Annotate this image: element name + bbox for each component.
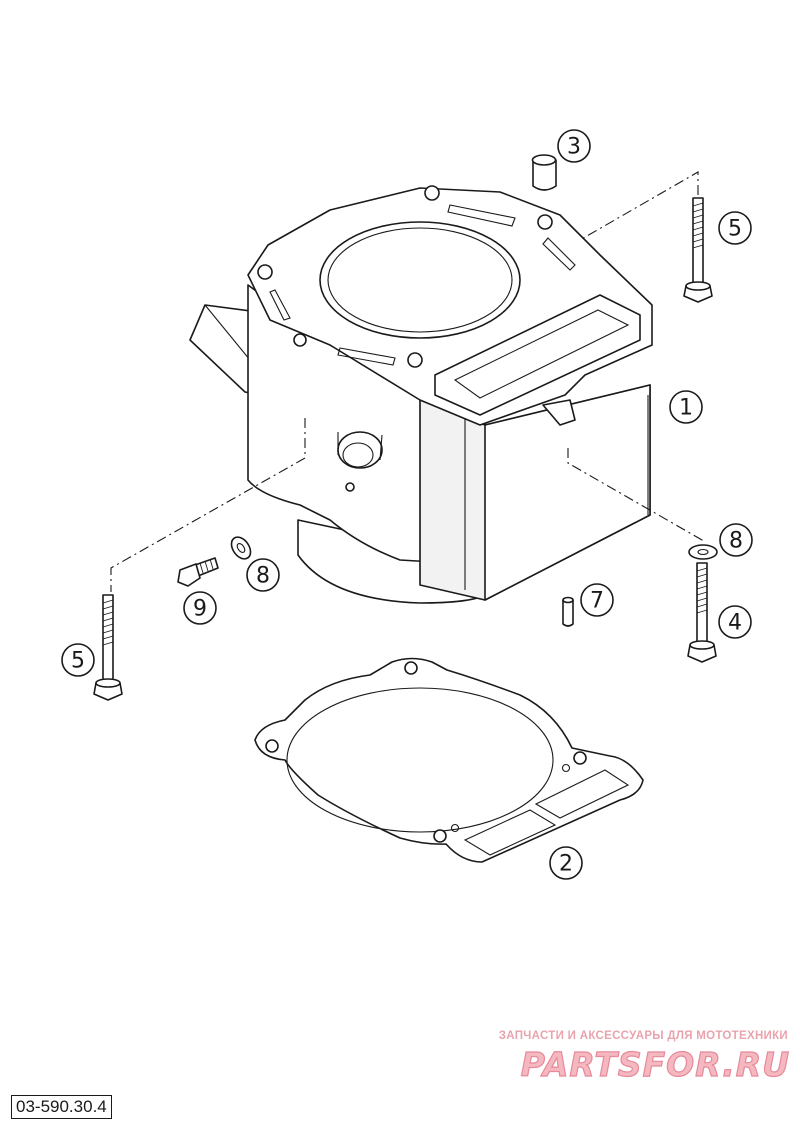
callout-2: 2 <box>549 846 583 880</box>
reference-code: 03-590.30.4 <box>11 1095 112 1119</box>
callout-4-label: 4 <box>728 611 742 636</box>
washer-left-part <box>230 536 252 560</box>
callout-3-label: 3 <box>567 135 581 160</box>
bolt-left-part <box>93 594 123 701</box>
callout-5-left-label: 5 <box>71 649 85 674</box>
callout-3: 3 <box>557 129 591 163</box>
callout-2-label: 2 <box>559 852 573 877</box>
watermark-logo: PARTSFOR.RU <box>520 1044 790 1084</box>
callout-8-left: 8 <box>246 558 280 592</box>
callout-1: 1 <box>669 390 703 424</box>
callout-5-left: 5 <box>61 643 95 677</box>
callout-5-top-right: 5 <box>718 211 752 245</box>
bolt-top-right-part <box>683 197 713 303</box>
stud-bolt-right-part <box>687 562 717 663</box>
washer-right-part <box>688 544 718 560</box>
callout-8-right-label: 8 <box>729 529 743 554</box>
leader-lines <box>110 171 703 592</box>
callout-7: 7 <box>580 583 614 617</box>
base-gasket-part <box>254 657 644 863</box>
cylinder-part <box>189 185 653 604</box>
dowel-pin-part <box>562 596 574 627</box>
callout-4: 4 <box>718 605 752 639</box>
callout-8-left-label: 8 <box>256 564 270 589</box>
callout-9-label: 9 <box>193 597 207 622</box>
callout-8-right: 8 <box>719 523 753 557</box>
dowel-sleeve-part <box>531 154 557 191</box>
watermark-tagline: ЗАПЧАСТИ И АКСЕССУАРЫ ДЛЯ МОТОТЕХНИКИ <box>498 1030 788 1042</box>
callout-1-label: 1 <box>679 396 693 421</box>
callout-9: 9 <box>183 591 217 625</box>
callout-7-label: 7 <box>590 589 604 614</box>
banjo-screw-part <box>177 557 219 587</box>
callout-5-top-right-label: 5 <box>728 217 742 242</box>
